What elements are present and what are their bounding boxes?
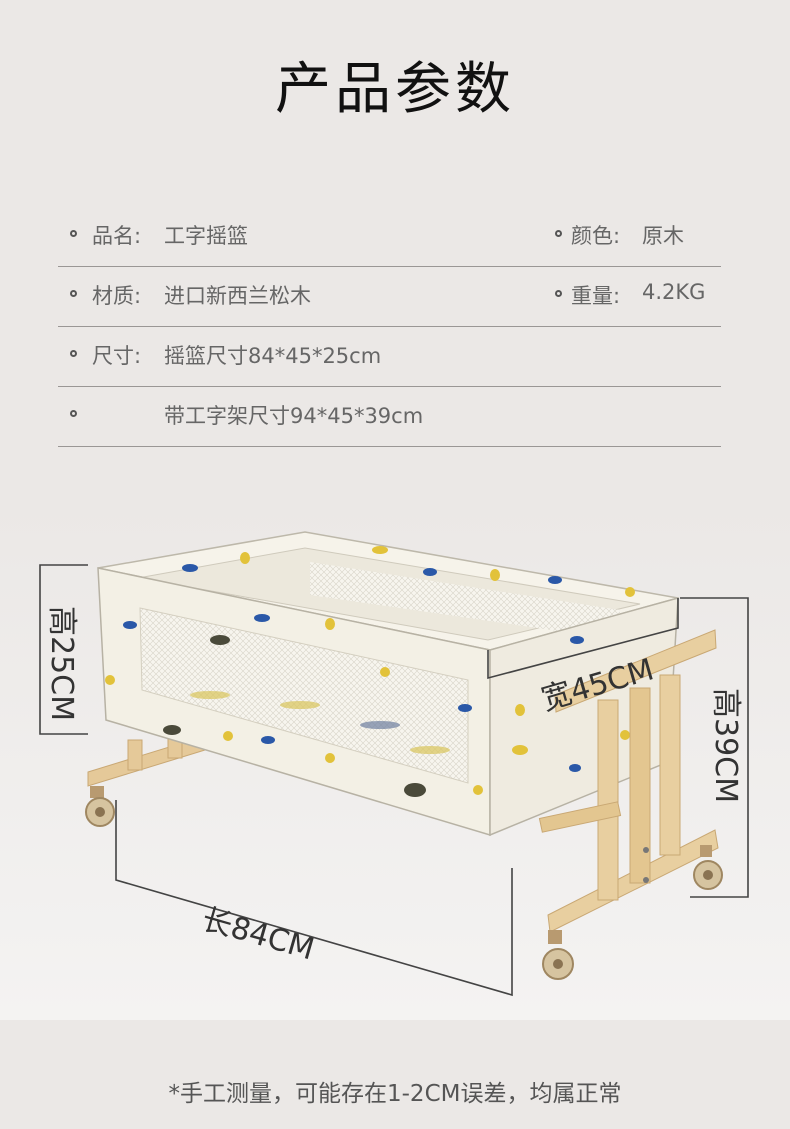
caster-wheel-icon [542,930,574,980]
bullet-icon [70,410,77,417]
spec-label-name: 品名: [92,224,142,248]
caster-wheel-icon [85,786,115,827]
spec-row-material-weight: 材质: 进口新西兰松木 重量: 4.2KG [58,266,721,327]
fish-pattern-icon [105,546,635,797]
dim-height-basket: 高25CM [44,606,79,721]
spec-label-material: 材质: [92,284,142,308]
bullet-icon [70,350,77,357]
product-image: 高25CM 高39CM 宽45CM 长84CM [0,500,790,1020]
spec-label-size: 尺寸: [92,344,142,368]
page-title: 产品参数 [275,57,515,122]
caster-wheel-icon [693,845,723,890]
spec-value-weight: 4.2KG [642,280,706,304]
spec-value-size-basket: 摇篮尺寸84*45*25cm [164,344,382,368]
dimension-lines [39,564,749,997]
basket [97,531,679,837]
spec-value-size-frame: 带工字架尺寸94*45*39cm [164,404,424,428]
bullet-icon [555,290,562,297]
stand-left [85,727,206,827]
spec-value-material: 进口新西兰松木 [164,284,311,308]
stand-right [538,629,723,980]
cradle-illustration: 高25CM 高39CM 宽45CM 长84CM [0,500,790,1020]
spec-row-size-frame: 带工字架尺寸94*45*39cm [58,386,721,447]
bullet-icon [70,290,77,297]
bullet-icon [70,230,77,237]
spec-value-color: 原木 [642,224,684,248]
dim-height-total: 高39CM [708,688,743,803]
spec-label-color: 颜色: [571,224,621,248]
spec-label-weight: 重量: [571,284,621,308]
spec-row-name-color: 品名: 工字摇篮 颜色: 原木 [58,206,721,267]
bullet-icon [555,230,562,237]
footer-note: *手工测量，可能存在1-2CM误差，均属正常 [168,1081,622,1107]
spec-row-size: 尺寸: 摇篮尺寸84*45*25cm [58,326,721,387]
spec-value-name: 工字摇篮 [164,224,248,248]
